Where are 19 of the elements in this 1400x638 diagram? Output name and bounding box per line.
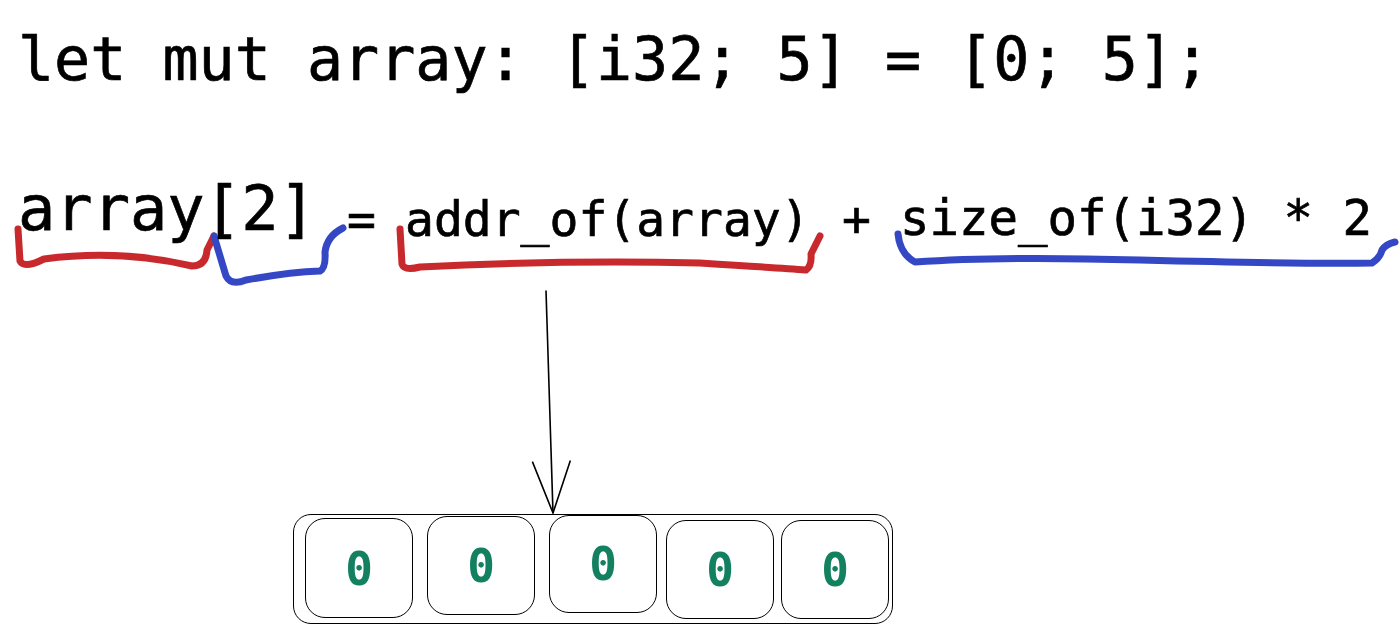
cell-value: 0 <box>589 539 617 590</box>
cell-value: 0 <box>821 544 849 596</box>
cell-value: 0 <box>706 544 734 596</box>
array-cell <box>666 520 774 619</box>
code-expression: size_of(i32) * 2 <box>900 190 1372 249</box>
arrow <box>531 289 572 514</box>
plus-sign: + <box>842 191 871 249</box>
equals-sign: = <box>347 191 376 249</box>
cell-value: 0 <box>345 543 373 595</box>
array-cell <box>305 518 413 618</box>
array-cell <box>549 515 657 613</box>
cell-value: 0 <box>467 541 495 592</box>
variable-name: array <box>18 172 205 247</box>
array-container <box>293 514 893 624</box>
index-expression: [2] <box>204 172 316 247</box>
code-line: let mut array: [i32; 5] = [0; 5]; <box>18 23 1211 95</box>
array-cell <box>781 520 889 619</box>
code-expression: addr_of(array) <box>405 191 810 249</box>
array-cell <box>427 516 535 615</box>
